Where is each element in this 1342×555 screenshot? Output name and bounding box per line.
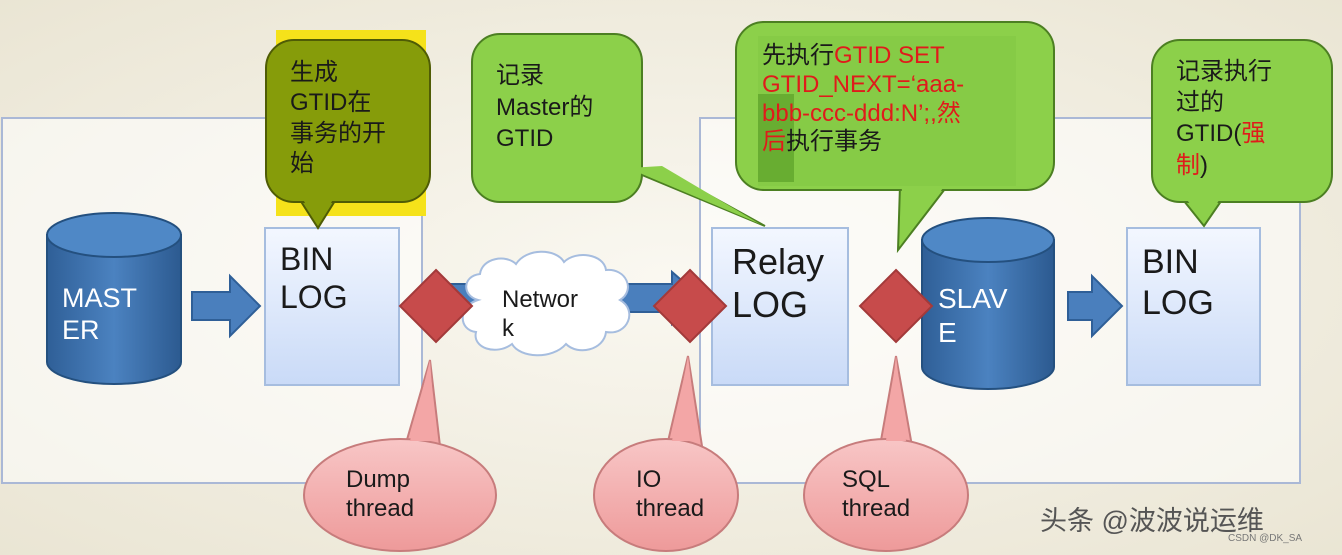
record-exec-suffix-text: )	[1200, 151, 1208, 179]
io-thread-label: IO thread	[636, 466, 705, 522]
callout-gtid-generate-text: 生成 GTID在 事务的开 始	[290, 59, 386, 178]
dump-thread-label: Dump thread	[346, 466, 415, 522]
dump-thread-diamond	[398, 268, 474, 344]
callout-text-highlight	[758, 94, 794, 182]
arrow-master-to-binlog	[191, 273, 262, 339]
exec-first-text: 先执行	[762, 42, 834, 69]
slave-cylinder	[921, 217, 1055, 390]
arrow-slave-to-binlog	[1067, 273, 1124, 339]
corner-mark-text: CSDN @DK_SA	[1228, 533, 1303, 544]
callout-record-executed-gtid	[1151, 39, 1333, 228]
sql-thread-diamond	[858, 268, 934, 344]
master-label: MAST ER	[62, 283, 138, 346]
callout-exec-gtid-set-text: 先执行GTID SET GTID_NEXT=‘aaa- bbb-ccc-ddd:…	[762, 42, 1052, 157]
record-exec-prefix-text: 记录执行 过的 GTID(	[1176, 58, 1272, 148]
binlog-slave-box	[1126, 227, 1261, 386]
io-thread-diamond	[652, 268, 728, 344]
binlog-master-box	[264, 227, 400, 386]
binlog-master-label: BIN LOG	[280, 241, 348, 316]
relay-log-label: Relay LOG	[732, 241, 825, 326]
sql-thread-label: SQL thread	[842, 466, 911, 522]
record-exec-forced-text: 强 制	[1176, 120, 1266, 179]
io-thread-bubble	[593, 355, 739, 552]
slave-label: SLAV E	[938, 283, 1008, 348]
network-label: Networ k	[502, 286, 579, 342]
network-cloud	[461, 250, 631, 357]
watermark-text: 头条 @波波说运维	[1040, 506, 1264, 536]
master-cylinder	[46, 212, 182, 385]
exec-then-text: 执行事务	[786, 128, 882, 156]
callout-record-executed-gtid-text: 记录执行 过的 GTID(强 制)	[1176, 56, 1326, 181]
callout-record-master-gtid	[471, 33, 766, 227]
callout-gtid-generate	[265, 30, 431, 230]
callout-record-master-gtid-text: 记录 Master的 GTID	[496, 62, 594, 153]
dump-thread-bubble	[303, 359, 497, 552]
exec-set-command-text: GTID SET GTID_NEXT=‘aaa- bbb-ccc-ddd:N’;…	[762, 42, 965, 156]
binlog-slave-label: BIN LOG	[1142, 243, 1214, 322]
sql-thread-bubble	[803, 355, 969, 552]
callout-exec-gtid-set	[735, 21, 1055, 254]
